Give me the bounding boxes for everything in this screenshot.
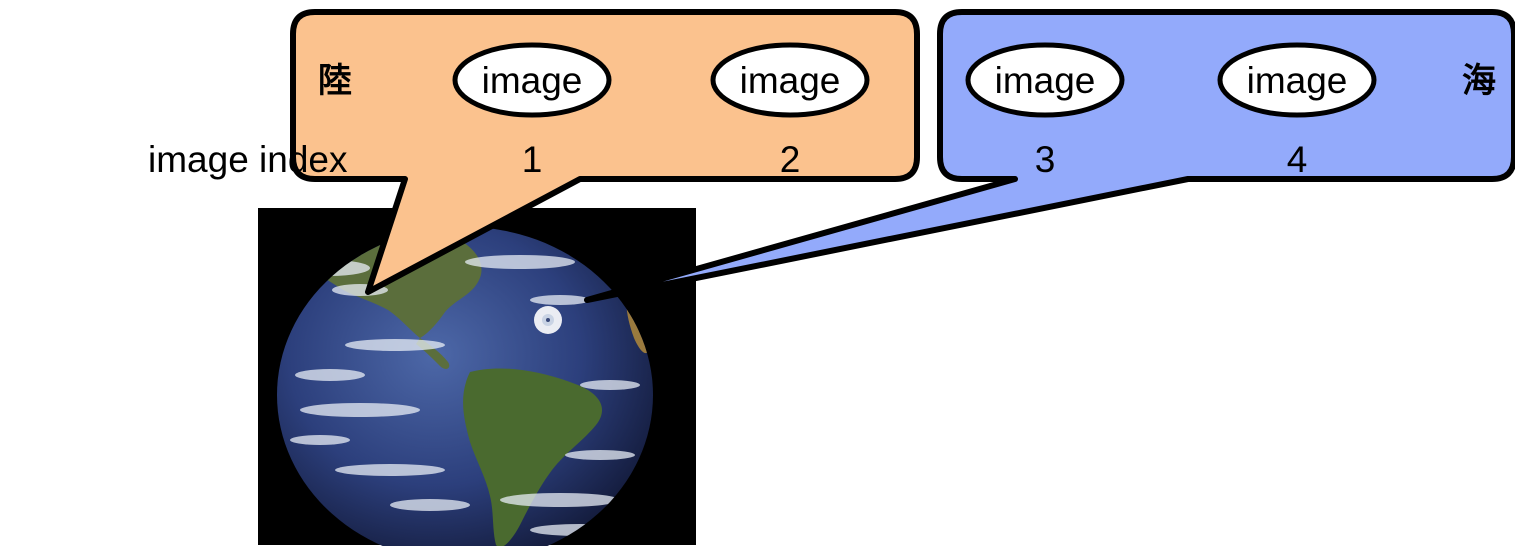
- hurricane: [534, 306, 562, 334]
- land-label: 陸: [318, 61, 352, 101]
- image-oval-1-label: image: [482, 60, 583, 101]
- image-oval-3-label: image: [995, 60, 1096, 101]
- cloud-layer: [290, 255, 640, 536]
- image-oval-2: [710, 42, 870, 118]
- sea-label: 海: [1462, 61, 1496, 101]
- image-oval-2-label: image: [740, 60, 841, 101]
- image-index-1: 1: [522, 139, 543, 180]
- earth-photo: [258, 208, 696, 546]
- image-index-3: 3: [1035, 139, 1056, 180]
- image-oval-1: [452, 42, 612, 118]
- image-oval-3: [965, 42, 1125, 118]
- image-oval-4: [1217, 42, 1377, 118]
- south-america-landmass: [463, 368, 602, 546]
- image-index-4: 4: [1287, 139, 1308, 180]
- image-index-2: 2: [780, 139, 801, 180]
- image-oval-4-label: image: [1247, 60, 1348, 101]
- image-index-caption: image index: [148, 139, 348, 180]
